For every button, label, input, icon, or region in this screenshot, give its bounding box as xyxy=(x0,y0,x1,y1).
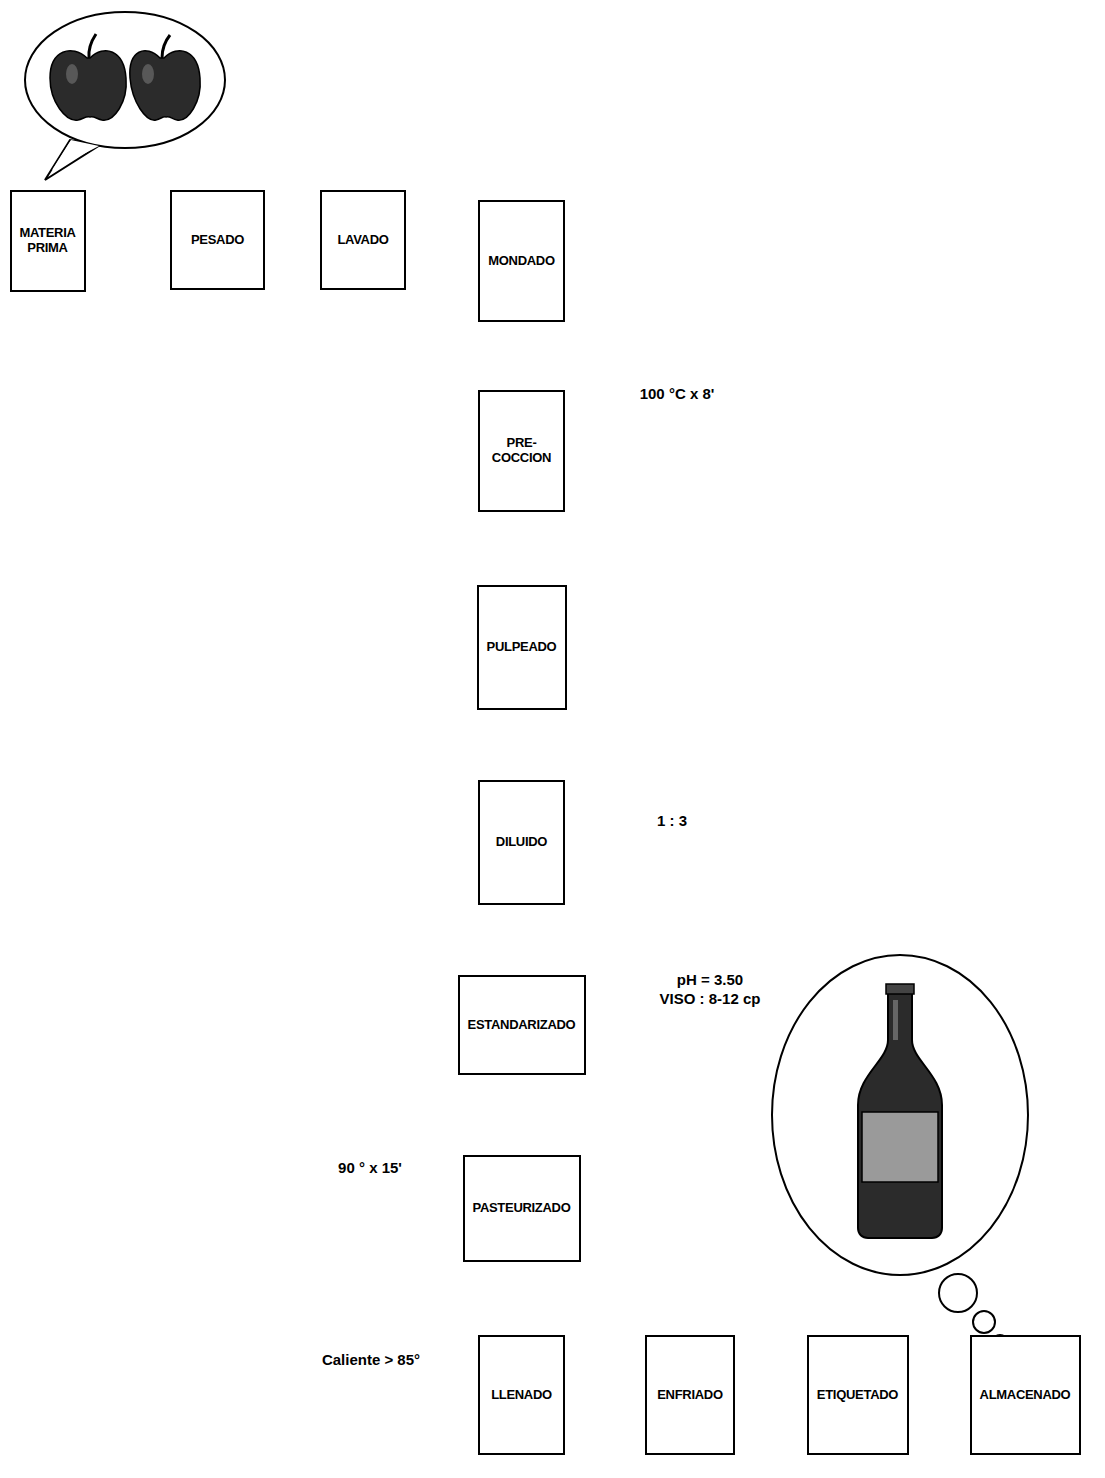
callout-bubble: pH = 3.50VISO : 8-12 cp xyxy=(600,940,820,1040)
bottle-thought-bubble xyxy=(772,955,1028,1349)
bottle-body xyxy=(858,990,942,1238)
process-box: MATERIA PRIMA xyxy=(10,190,86,292)
parameter-note: VISO : 8-12 cp xyxy=(660,990,761,1009)
step-label: ETIQUETADO xyxy=(817,1388,898,1403)
step-label: MONDADO xyxy=(488,254,555,269)
bubble-tail-fill xyxy=(52,140,99,170)
callout-bubble: 100 °C x 8' xyxy=(592,356,762,432)
process-box: PESADO xyxy=(170,190,265,290)
thought-circle xyxy=(973,1311,995,1333)
process-box: PULPEADO xyxy=(477,585,567,710)
bottle-label xyxy=(862,1112,938,1182)
callout-bubble: 90 ° x 15' xyxy=(300,1138,440,1198)
bottle-icon xyxy=(858,984,942,1238)
process-box: ALMACENADO xyxy=(970,1335,1081,1455)
process-box: DILUIDO xyxy=(478,780,565,905)
bubble-outline xyxy=(25,12,225,148)
step-label: LLENADO xyxy=(491,1388,552,1403)
step-label: PASTEURIZADO xyxy=(473,1201,571,1216)
step-label: ESTANDARIZADO xyxy=(468,1018,576,1033)
process-box: PASTEURIZADO xyxy=(463,1155,581,1262)
parameter-note: 1 : 3 xyxy=(657,812,687,831)
process-box: MONDADO xyxy=(478,200,565,322)
apple-icon xyxy=(50,34,126,120)
step-label: PRE-COCCION xyxy=(486,436,557,466)
process-box: ETIQUETADO xyxy=(807,1335,909,1455)
apple-highlight xyxy=(66,64,78,84)
bubble-outline xyxy=(772,955,1028,1275)
process-box: LAVADO xyxy=(320,190,406,290)
process-box: ENFRIADO xyxy=(645,1335,735,1455)
step-label: PESADO xyxy=(191,233,244,248)
process-box: PRE-COCCION xyxy=(478,390,565,512)
apple-body xyxy=(50,51,126,120)
bubble-tail xyxy=(45,140,100,180)
step-label: DILUIDO xyxy=(496,835,547,850)
bottle-highlight xyxy=(893,1000,898,1040)
step-label: LAVADO xyxy=(337,233,388,248)
parameter-note: 90 ° x 15' xyxy=(338,1159,402,1178)
callout-bubble: 1 : 3 xyxy=(604,784,740,858)
step-label: PULPEADO xyxy=(487,640,557,655)
bottle-cap xyxy=(886,984,914,994)
step-label: ENFRIADO xyxy=(657,1388,723,1403)
apple-icon xyxy=(130,35,200,120)
process-box: LLENADO xyxy=(478,1335,565,1455)
apple-body xyxy=(130,51,200,120)
step-label: ALMACENADO xyxy=(980,1388,1071,1403)
callout-bubble: Caliente > 85° xyxy=(296,1330,447,1390)
parameter-note: 100 °C x 8' xyxy=(640,385,715,404)
apple-thought-bubble xyxy=(25,12,225,180)
process-box: ESTANDARIZADO xyxy=(458,975,586,1075)
parameter-note: Caliente > 85° xyxy=(322,1351,420,1370)
thought-circle xyxy=(939,1274,977,1312)
apple-stem xyxy=(162,35,170,58)
apple-stem xyxy=(89,34,96,58)
parameter-note: pH = 3.50 xyxy=(677,971,743,990)
apple-highlight xyxy=(142,64,154,84)
step-label: MATERIA PRIMA xyxy=(18,226,78,256)
